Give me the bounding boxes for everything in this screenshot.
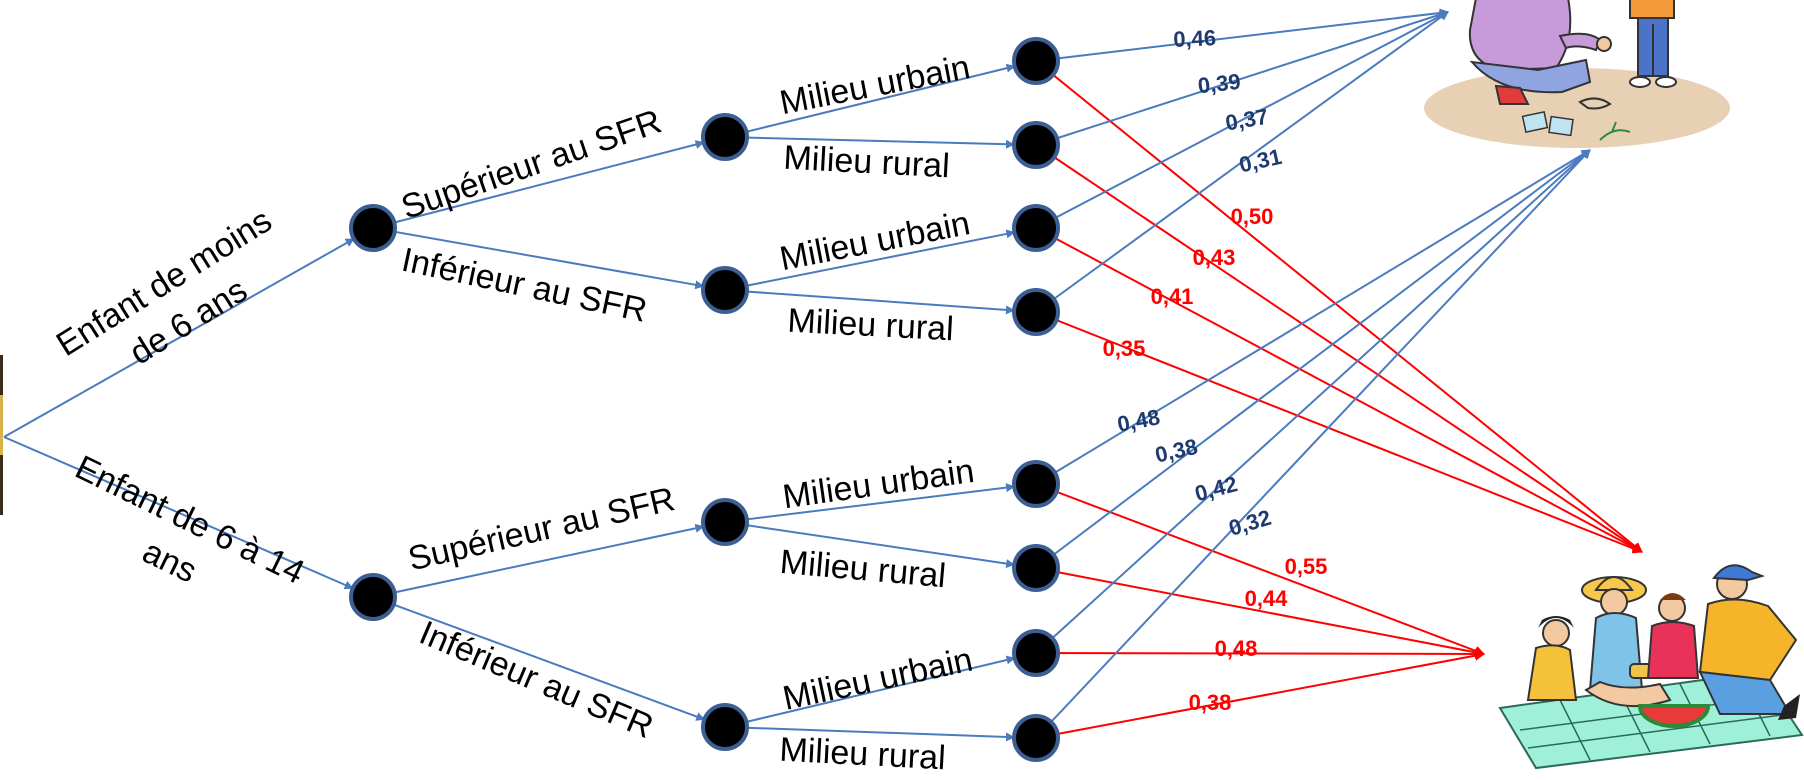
edge-area [724,483,1016,523]
edge-outcome-bottom [1035,650,1485,739]
area-label: Milieu rural [779,731,947,778]
income-group-label: Supérieur au SFR [405,480,679,578]
edge-income [372,227,705,290]
probability-bottom: 0,43 [1193,245,1236,270]
edge-area [724,229,1016,291]
area-label: Milieu rural [787,302,955,349]
tree-node [1012,460,1060,508]
income-group-label: Supérieur au SFR [397,102,667,227]
tree-node [1012,204,1060,252]
tree-node [701,498,749,546]
tree-node [1012,714,1060,762]
edge-area [724,726,1015,742]
children-working-illustration [1424,0,1730,148]
probability-top: 0,31 [1237,144,1284,178]
family-picnic-illustration [1498,564,1804,770]
tree-node [1012,121,1060,169]
probability-top: 0,39 [1197,69,1242,99]
edge-outcome-top [1035,10,1449,146]
probability-top: 0,48 [1115,404,1162,437]
tree-node [349,573,397,621]
edge-outcome-top [1035,149,1591,569]
left-photo-strip [0,355,3,515]
edge-outcome-top [1035,8,1449,62]
probability-top: 0,46 [1173,25,1217,52]
edge-outcome-top [1035,149,1591,739]
edge-age-0 [3,237,355,438]
tree-node [349,204,397,252]
tree-node [1012,629,1060,677]
edge-income [372,140,705,229]
probability-top: 0,38 [1153,434,1200,468]
edge-income [372,596,706,721]
edge-area [724,136,1015,149]
edge-area [724,63,1016,138]
edge-outcome-top [1035,11,1449,229]
edge-outcome-bottom [1035,60,1643,553]
probability-bottom: 0,55 [1285,554,1328,579]
edge-area [724,521,1016,569]
node-layer [349,37,1060,762]
edge-outcome-top [1035,149,1591,485]
edge-outcome-bottom [1035,648,1485,659]
probability-bottom: 0,50 [1231,204,1274,229]
area-label: Milieu rural [783,139,951,186]
tree-node [1012,37,1060,85]
probability-bottom: 0,48 [1215,636,1258,661]
tree-node [701,703,749,751]
edge-layer [3,8,1643,742]
edge-area [724,655,1016,728]
area-label: Milieu urbain [777,204,973,278]
tree-node [1012,288,1060,336]
area-label: Milieu urbain [780,452,976,516]
edge-age-1 [3,436,354,590]
probability-bottom: 0,35 [1103,336,1146,361]
edge-outcome-bottom [1035,144,1643,553]
edge-outcome-top [1035,149,1591,654]
area-label: Milieu urbain [777,48,973,122]
edge-outcome-bottom [1035,311,1643,554]
edge-outcome-bottom [1035,227,1643,553]
probability-bottom: 0,41 [1151,284,1194,309]
probability-top: 0,42 [1192,471,1240,506]
probability-bottom: 0,44 [1245,586,1289,611]
probability-top: 0,37 [1224,104,1270,136]
edge-outcome-bottom [1035,567,1485,658]
tree-node [1012,544,1060,592]
income-group-label: Inférieur au SFR [414,614,658,746]
edge-area [724,289,1015,315]
tree-node [701,113,749,161]
probability-top: 0,32 [1226,505,1274,541]
tree-node [701,266,749,314]
edge-income [372,523,705,598]
area-label: Milieu urbain [779,641,975,718]
probability-bottom: 0,38 [1189,690,1232,715]
edge-outcome-top [1035,11,1449,313]
